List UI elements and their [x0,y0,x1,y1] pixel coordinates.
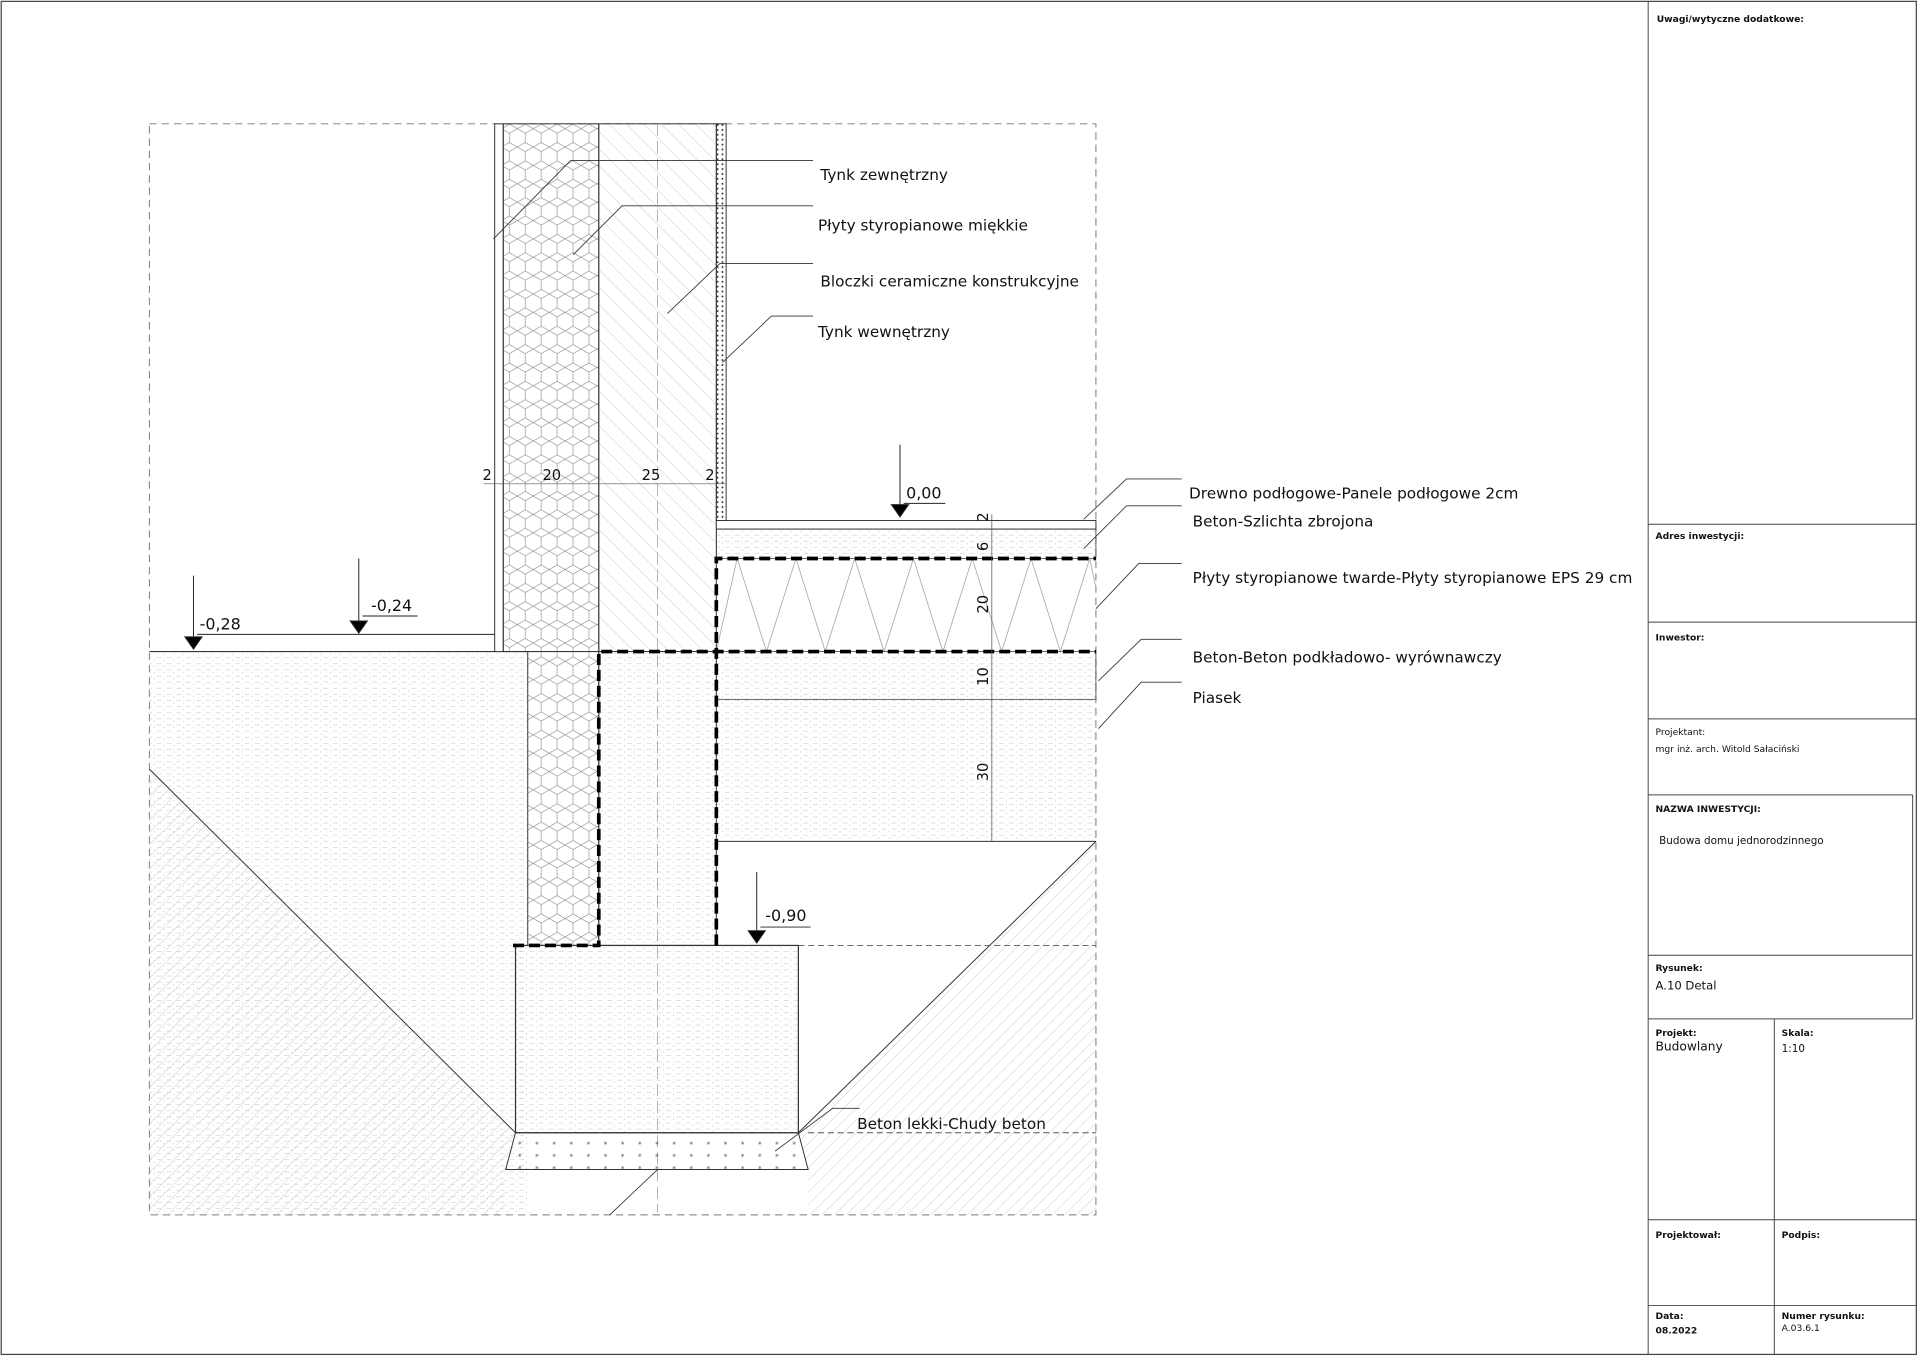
dim-block: 25 [642,467,661,484]
detail-drawing: 2 20 25 2 2 6 20 10 30 0,00 -0,28 -0,24 … [148,123,1633,1216]
skala-label: Skala: [1782,1028,1814,1039]
label-external-plaster: Tynk zewnętrzny [819,166,948,184]
data-label: Data: [1656,1311,1684,1322]
leveling-concrete [715,651,1097,700]
nazwa-label: NAZWA INWESTYCJI: [1656,804,1761,815]
lean-concrete [505,1132,809,1171]
dim-v-sand: 30 [975,763,992,782]
level-minus-0-28: -0,28 [200,615,241,634]
footing [514,944,799,1134]
data-value: 08.2022 [1656,1326,1698,1337]
floor-panels [715,520,1097,530]
screed-layer [715,528,1097,559]
label-lean-concrete: Beton lekki-Chudy beton [857,1115,1046,1133]
title-block-text: Uwagi/wytyczne dodatkowe: Adres inwestyc… [1656,14,1865,1336]
nazwa-value: Budowa domu jednorodzinnego [1659,835,1823,847]
sand-layer [716,699,1096,842]
level-minus-0-90: -0,90 [765,906,806,925]
label-screed: Beton-Szlichta zbrojona [1193,513,1374,531]
label-internal-plaster: Tynk wewnętrzny [817,323,950,341]
internal-plaster [715,123,727,522]
soft-eps-insulation [502,123,600,653]
label-sand: Piasek [1193,689,1242,707]
label-soft-eps: Płyty styropianowe miękkie [818,216,1028,234]
uwagi-label: Uwagi/wytyczne dodatkowe: [1657,14,1804,25]
rysunek-value: A.10 Detal [1656,979,1717,993]
dim-insulation: 20 [542,467,561,484]
dim-v-concrete: 10 [975,667,992,686]
projekt-value: Budowlany [1656,1040,1723,1054]
label-hard-eps: Płyty styropianowe twarde-Płyty styropia… [1193,569,1633,587]
inwestor-label: Inwestor: [1656,633,1705,644]
label-ceramic-blocks: Bloczki ceramiczne konstrukcyjne [820,273,1079,291]
level-minus-0-24: -0,24 [371,596,412,615]
projektant-value: mgr inż. arch. Witold Sałaciński [1656,744,1800,755]
dim-v-screed: 6 [975,542,992,551]
label-leveling-concrete: Beton-Beton podkładowo- wyrównawczy [1193,649,1502,667]
dim-int-plaster: 2 [705,467,714,484]
external-plaster [494,123,504,653]
soil-hatch-right [798,841,1096,1215]
dim-ext-plaster: 2 [482,467,491,484]
projektant-label: Projektant: [1656,727,1706,738]
numer-value: A.03.6.1 [1782,1323,1820,1334]
hard-eps-layer [715,556,1097,653]
podpis-label: Podpis: [1782,1230,1820,1241]
level-0-00: 0,00 [906,484,941,503]
adres-label: Adres inwestycji: [1656,531,1745,542]
projekt-label: Projekt: [1656,1028,1697,1039]
skala-value: 1:10 [1782,1043,1805,1055]
label-floor-panels: Drewno podłogowe-Panele podłogowe 2cm [1189,484,1519,502]
projektowal-label: Projektował: [1656,1230,1721,1241]
soil-hatch-left [149,769,516,1215]
dim-v-eps: 20 [975,595,992,614]
rysunek-label: Rysunek: [1656,963,1703,974]
dim-v-panels: 2 [975,512,992,521]
title-block [1647,1,1917,1355]
numer-label: Numer rysunku: [1782,1311,1865,1322]
